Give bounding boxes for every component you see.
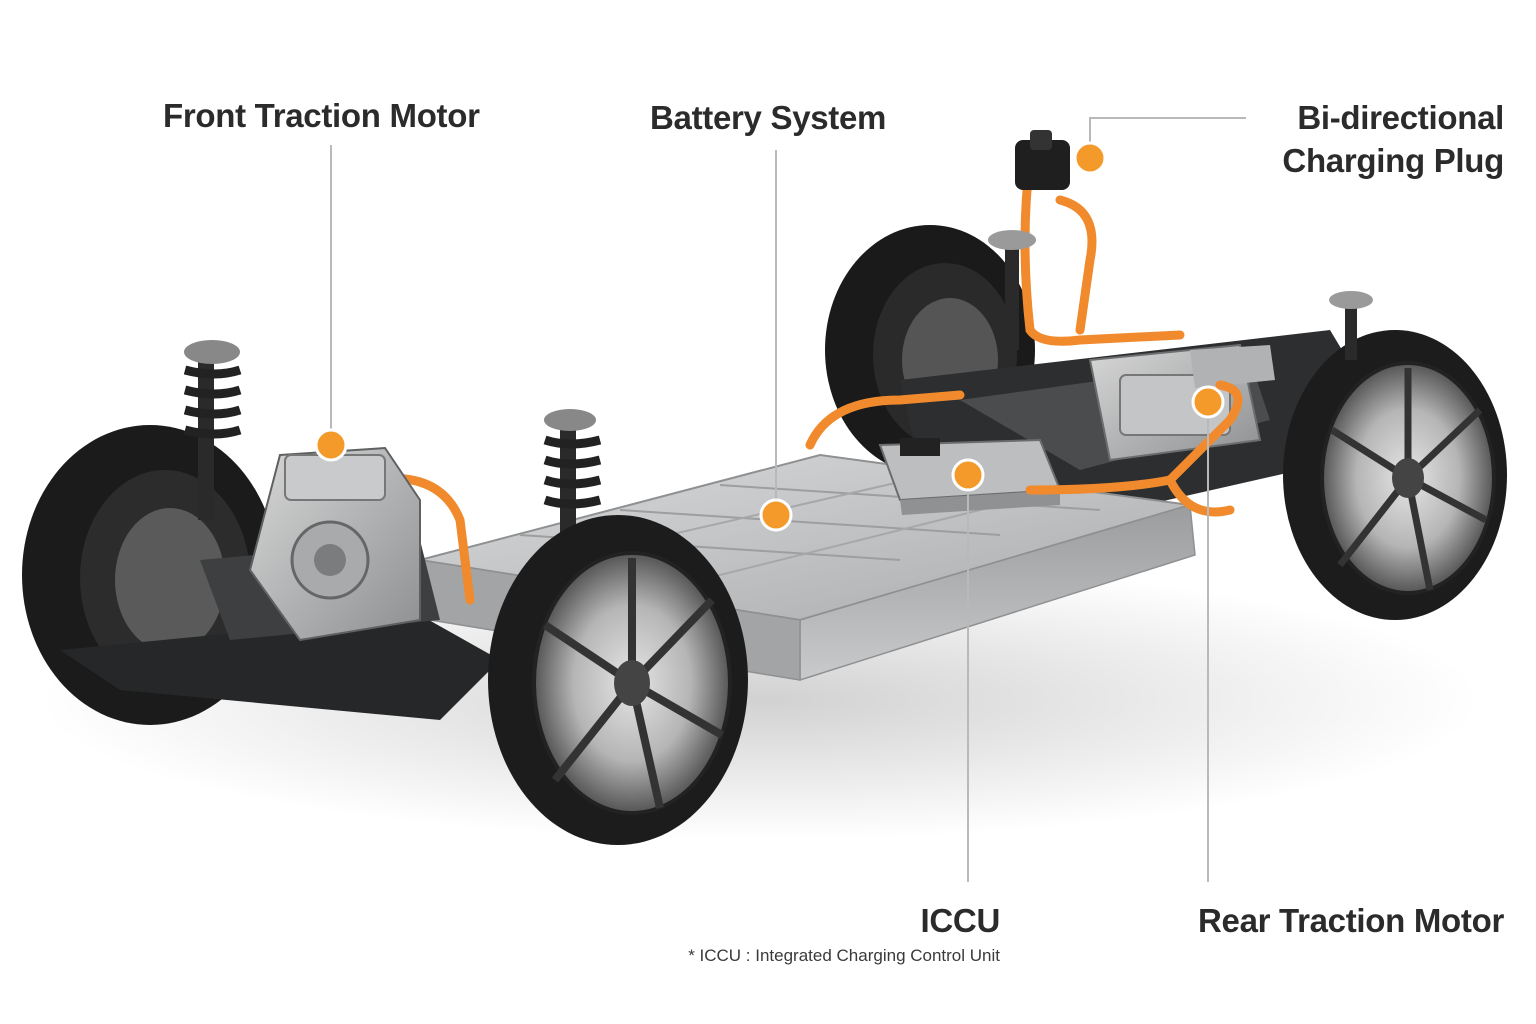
iccu-footnote: * ICCU : Integrated Charging Control Uni… xyxy=(688,946,1000,965)
front-motor-graphic xyxy=(248,446,421,642)
front-motor-dot xyxy=(314,428,348,462)
front-right-wheel xyxy=(488,515,748,845)
charging-plug-dot xyxy=(1073,141,1107,175)
battery-system-label: Battery System xyxy=(650,99,887,136)
charging-plug-graphic xyxy=(1015,130,1070,190)
leader-charging-plug xyxy=(1089,117,1246,155)
front-left-strut xyxy=(183,340,242,520)
front-traction-motor-label: Front Traction Motor xyxy=(163,97,480,134)
battery-dot xyxy=(759,498,793,532)
rear-left-strut xyxy=(988,230,1036,350)
callout-dots xyxy=(314,141,1225,532)
front-right-strut xyxy=(543,409,602,560)
charging-plug-label-line1: Bi-directional xyxy=(1297,99,1504,136)
charging-plug-label-line2: Charging Plug xyxy=(1282,142,1504,179)
rear-motor-dot xyxy=(1191,385,1225,419)
iccu-label: ICCU xyxy=(920,902,1001,939)
rear-traction-motor-label: Rear Traction Motor xyxy=(1197,902,1504,939)
rear-right-strut xyxy=(1329,291,1373,360)
rear-right-wheel xyxy=(1283,330,1507,620)
iccu-dot xyxy=(951,458,985,492)
